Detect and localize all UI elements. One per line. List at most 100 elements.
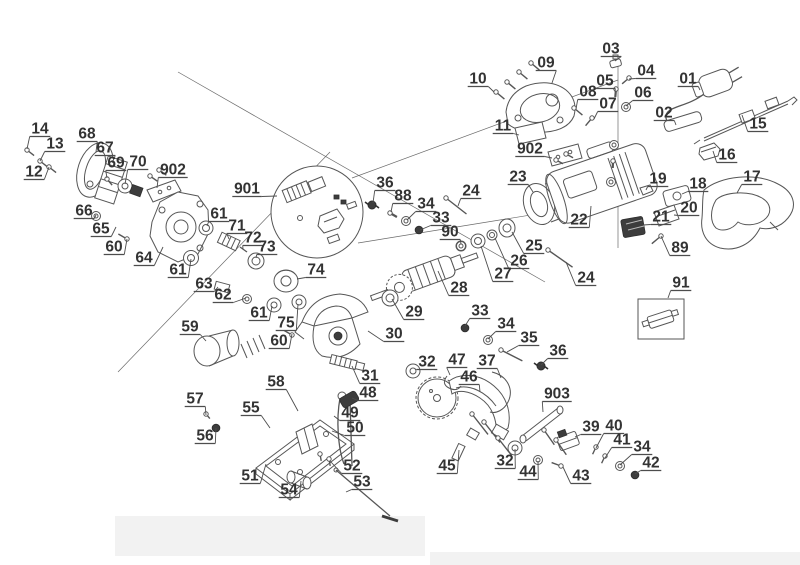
- screw-head: [589, 115, 595, 121]
- callout-75: 75: [275, 303, 299, 332]
- leader-line: [296, 277, 306, 280]
- leader-line: [464, 318, 471, 327]
- part-label: 36: [549, 343, 567, 360]
- part-label: 27: [494, 266, 511, 283]
- callout-54: 54: [278, 480, 302, 499]
- leader-line: [295, 303, 299, 331]
- screw-shaft: [445, 197, 467, 215]
- leader-line: [619, 454, 633, 466]
- washer-outer: [606, 177, 616, 187]
- leader-line: [213, 286, 219, 292]
- part-label: 51: [241, 468, 259, 485]
- part-label: 54: [280, 482, 298, 499]
- pin-head: [610, 158, 616, 164]
- label-plate-11: [514, 121, 547, 145]
- part-label: 34: [497, 316, 515, 333]
- callout-24: 24: [565, 261, 597, 287]
- leader-line: [187, 258, 192, 278]
- leader-line: [574, 434, 581, 438]
- part-label: 41: [613, 432, 631, 449]
- leader-line: [540, 358, 549, 366]
- screw-shaft: [555, 439, 567, 456]
- part-label: 07: [599, 96, 616, 113]
- callout-11: 11: [492, 118, 520, 136]
- part-label: 61: [250, 305, 268, 322]
- fastener-washer: [483, 335, 493, 345]
- screw-head: [504, 79, 510, 85]
- fastener-screw: [46, 164, 57, 174]
- part-label: 75: [277, 315, 295, 332]
- leader-line: [459, 239, 462, 245]
- screw-head: [317, 451, 323, 457]
- nut: [460, 323, 470, 333]
- part-label: 69: [107, 155, 125, 172]
- washer-inner: [611, 142, 617, 148]
- fastener-screw: [24, 147, 35, 157]
- part-label: 73: [258, 239, 276, 256]
- leader-line: [260, 415, 271, 429]
- part-label: 57: [186, 391, 203, 408]
- clamp-16: [698, 142, 721, 161]
- leader-line: [351, 397, 358, 401]
- fastener-washer: [621, 102, 631, 112]
- leader-line: [331, 430, 345, 436]
- leader-line: [259, 463, 267, 484]
- part-label: 64: [135, 250, 153, 267]
- fastener-screw: [156, 167, 167, 176]
- leader-line: [513, 133, 520, 136]
- leader-line: [642, 224, 651, 226]
- fastener-screw: [585, 115, 595, 127]
- hook-lever-37: [489, 371, 511, 413]
- callout-08: 08: [575, 84, 599, 110]
- leader-line: [123, 238, 128, 255]
- callout-15: 15: [741, 114, 769, 133]
- leader-line: [43, 166, 50, 180]
- leader-line: [457, 198, 462, 207]
- wing: [543, 365, 549, 370]
- callout-33: 33: [464, 303, 491, 327]
- part-label: 23: [509, 169, 527, 186]
- fastener-screw: [493, 89, 505, 100]
- spindle-bolt-31: [329, 353, 366, 372]
- fastener-screw: [147, 173, 158, 182]
- leader-line: [628, 78, 636, 80]
- part-label: 88: [394, 188, 412, 205]
- callout-33: 33: [419, 210, 452, 231]
- callout-28: 28: [437, 270, 470, 297]
- part-label: 37: [478, 353, 495, 370]
- callout-61: 61: [206, 206, 230, 227]
- fastener-nutdark: [414, 225, 424, 235]
- leader-line: [660, 235, 671, 256]
- callout-26: 26: [494, 237, 530, 270]
- leader-line: [712, 150, 718, 163]
- screw-head: [495, 435, 501, 441]
- fastener-pin: [387, 210, 398, 218]
- callout-41: 41: [604, 432, 633, 459]
- part-label: 03: [602, 41, 620, 58]
- callout-22: 22: [568, 205, 592, 229]
- rear-handle-17: [701, 176, 794, 250]
- callout-88: 88: [390, 188, 414, 213]
- base-plate-51: [255, 419, 355, 502]
- washer-inner: [617, 463, 623, 469]
- callout-34: 34: [406, 196, 437, 221]
- fastener-screw: [591, 444, 599, 455]
- leader-line: [406, 211, 417, 221]
- screw-shaft: [543, 429, 555, 446]
- leader-line: [487, 86, 495, 93]
- fastener-screw: [528, 60, 540, 71]
- washer-outer: [483, 335, 493, 345]
- part-label: 61: [210, 206, 228, 223]
- part-label: 89: [671, 240, 689, 257]
- leader-line: [506, 345, 519, 353]
- leader-line: [634, 470, 641, 475]
- part-label: 43: [572, 468, 590, 485]
- callout-90: 90: [439, 224, 462, 245]
- leader-line: [645, 186, 649, 191]
- leader-line: [153, 246, 164, 266]
- part-label: 28: [450, 280, 468, 297]
- callout-62: 62: [212, 287, 247, 304]
- fastener-screw: [469, 411, 489, 435]
